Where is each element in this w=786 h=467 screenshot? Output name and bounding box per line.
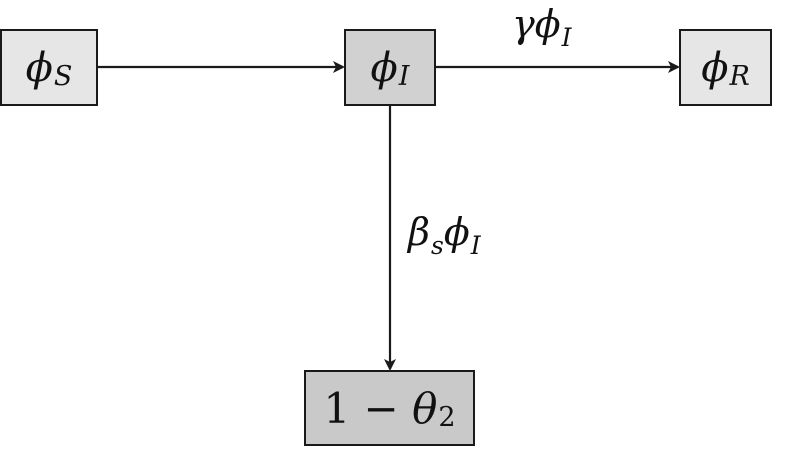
node-theta-subscript: 2 (438, 401, 456, 433)
edge-label-gamma: γ (512, 2, 535, 46)
node-theta-symbol: θ (412, 383, 438, 433)
edge-label-beta-phi-sub: I (470, 231, 481, 260)
edge-label-gamma-phi: ϕ (534, 2, 561, 46)
node-phi-r-symbol: ϕ (701, 44, 729, 91)
edge-label-beta-phi-i: βsϕI (408, 210, 481, 260)
edge-label-beta: β (408, 210, 430, 254)
node-theta-lead: 1 − (323, 383, 413, 433)
edge-label-beta-phi: ϕ (443, 210, 470, 254)
node-phi-s-symbol: ϕ (25, 44, 53, 91)
edge-label-gamma-phi-i: γϕI (512, 2, 572, 52)
node-phi-s-subscript: S (53, 61, 73, 92)
node-phi-r-subscript: R (729, 61, 750, 92)
node-phi-i-symbol: ϕ (370, 44, 398, 91)
node-phi-i-subscript: I (398, 61, 410, 92)
edge-label-beta-sub: s (430, 231, 444, 260)
edge-label-gamma-sub: I (561, 23, 572, 52)
